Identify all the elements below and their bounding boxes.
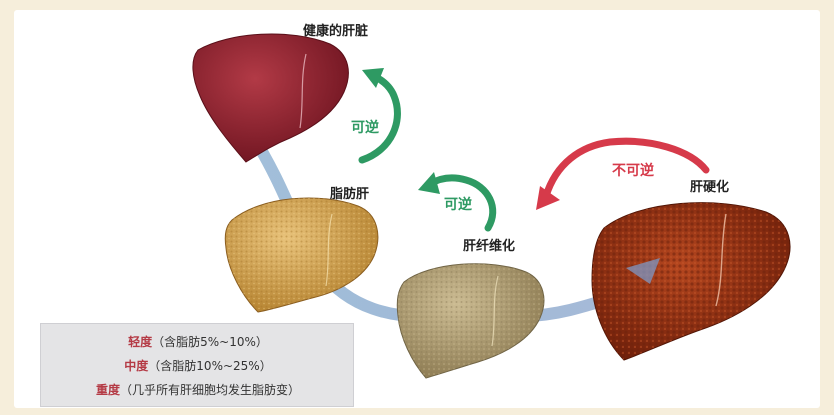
healthy-liver <box>193 34 348 162</box>
reversible-label-1: 可逆 <box>351 117 379 137</box>
label-fatty-liver: 脂肪肝 <box>330 183 369 202</box>
legend-row-mild: 轻度（含脂肪5%~10%） <box>41 333 355 350</box>
label-cirrhosis: 肝硬化 <box>690 176 729 195</box>
irreversible-label: 不可逆 <box>612 160 654 180</box>
legend-row-severe: 重度（几乎所有肝细胞均发生脂肪变） <box>41 381 355 398</box>
reversible-label-2: 可逆 <box>444 194 472 214</box>
label-healthy-liver: 健康的肝脏 <box>303 20 368 39</box>
fibrosis-liver <box>397 264 544 378</box>
severity-legend: 轻度（含脂肪5%~10%） 中度（含脂肪10%~25%） 重度（几乎所有肝细胞均… <box>40 323 354 407</box>
legend-desc: （几乎所有肝细胞均发生脂肪变） <box>120 383 300 397</box>
legend-row-moderate: 中度（含脂肪10%~25%） <box>41 357 355 374</box>
legend-term: 重度 <box>96 383 120 397</box>
legend-term: 轻度 <box>128 335 152 349</box>
reversible-arrow-1 <box>362 68 397 160</box>
legend-desc: （含脂肪5%~10%） <box>152 335 268 349</box>
legend-term: 中度 <box>124 359 148 373</box>
legend-desc: （含脂肪10%~25%） <box>148 359 271 373</box>
cirrhosis-liver <box>592 203 790 360</box>
label-fibrosis: 肝纤维化 <box>463 235 515 254</box>
